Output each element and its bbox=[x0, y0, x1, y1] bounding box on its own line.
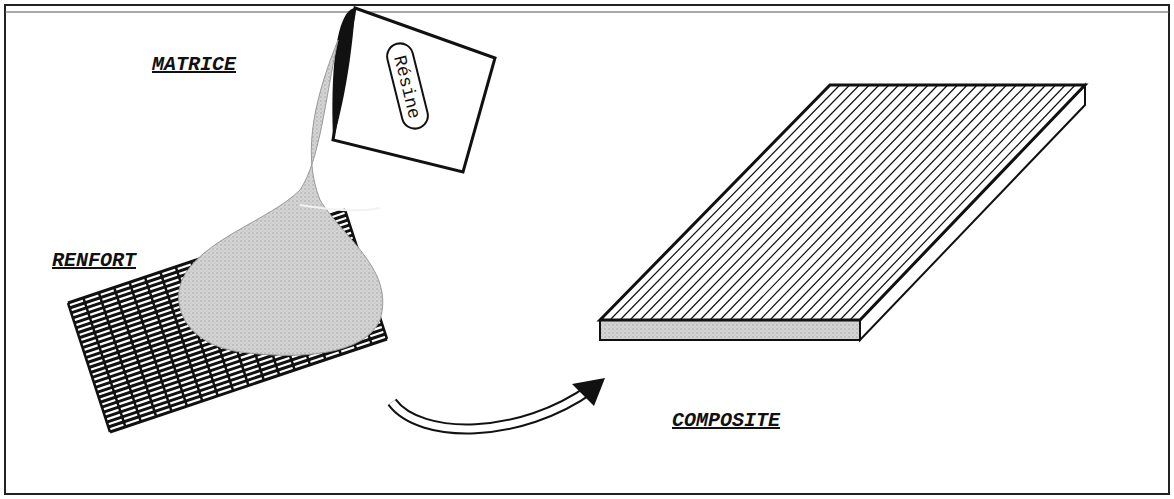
part-label: MATRICE bbox=[152, 53, 236, 76]
part-label: COMPOSITE bbox=[672, 409, 780, 432]
part-label: RENFORT bbox=[52, 249, 136, 272]
